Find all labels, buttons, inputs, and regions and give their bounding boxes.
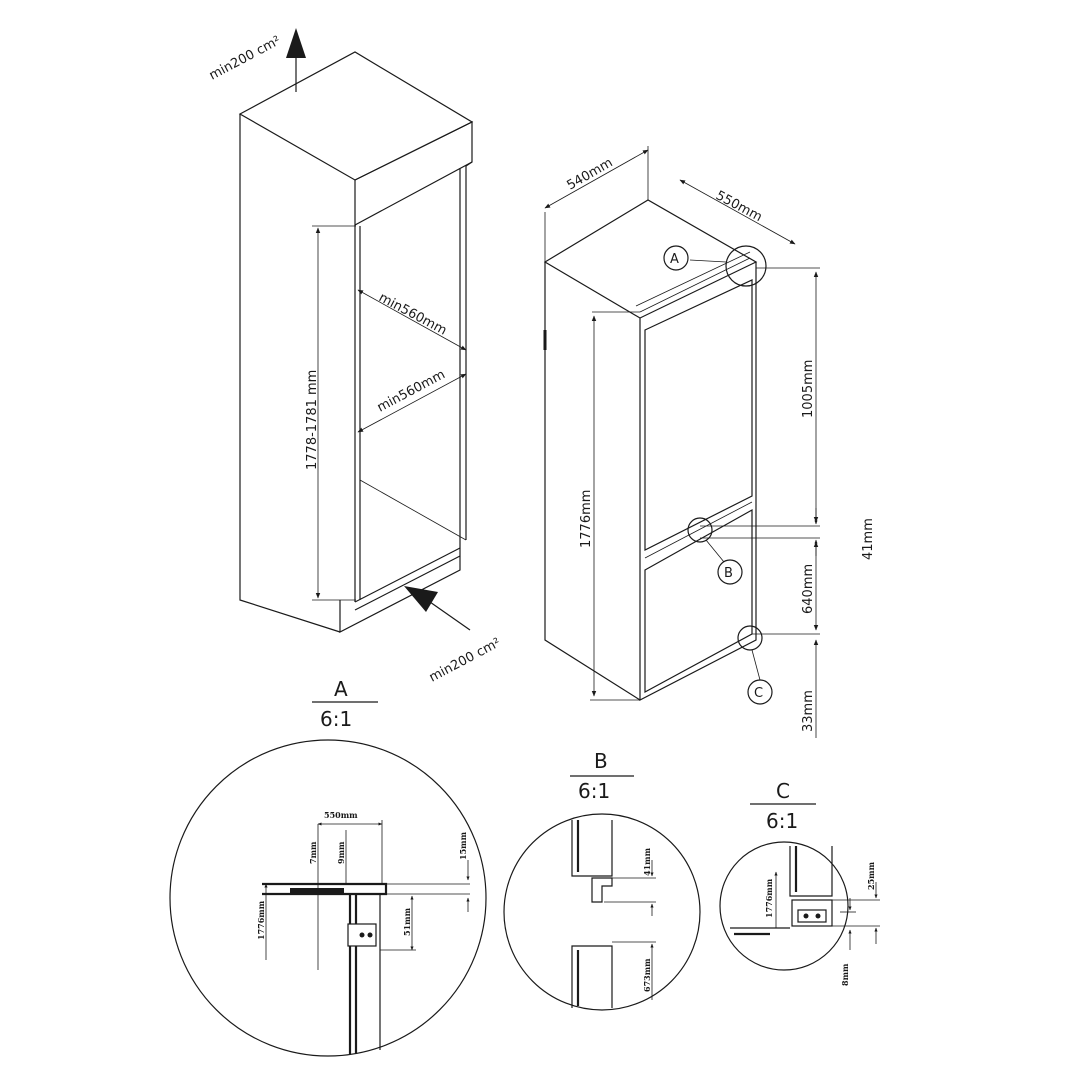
detail-b-d673: 673mm <box>642 958 652 992</box>
detail-a-d1776: 1776mm <box>256 900 266 940</box>
fridge-width-label: 550mm <box>713 188 764 225</box>
cabinet-vent-top: min200 cm² <box>207 33 283 83</box>
detail-c-title: C <box>776 779 790 803</box>
fridge-height-label: 1776mm <box>579 490 594 548</box>
detail-c-d8: 8mm <box>840 963 850 986</box>
detail-a-d9: 9mm <box>336 841 346 864</box>
fridge-upper-label: 1005mm <box>801 360 816 418</box>
detail-b-title: B <box>594 749 608 773</box>
cabinet-height-label: 1778-1781 mm <box>305 370 320 470</box>
callout-c: C <box>754 686 763 701</box>
cabinet-width-min-2: min560mm <box>375 367 448 415</box>
vent-up-arrow-icon <box>286 28 306 58</box>
cabinet-drawing: min200 cm² min200 cm² 1778-1781 mm min56… <box>207 28 503 686</box>
cabinet-vent-bottom: min200 cm² <box>427 635 503 685</box>
fridge-gap-label: 41mm <box>861 518 876 560</box>
detail-a-scale: 6:1 <box>320 707 352 731</box>
detail-b: B 6:1 41mm 673mm <box>503 749 701 1011</box>
cabinet-width-min-1: min560mm <box>376 290 449 338</box>
callout-a: A <box>670 252 679 267</box>
detail-c: C 6:1 1776mm 25mm 8mm <box>719 779 880 986</box>
detail-a-d15: 15mm <box>458 831 468 860</box>
detail-b-d41: 41mm <box>642 847 652 876</box>
detail-a-d51: 51mm <box>402 907 412 936</box>
detail-a-d7: 7mm <box>308 841 318 864</box>
detail-a: A 6:1 550mm 7mm 9mm 15mm 1776mm 51mm <box>169 677 487 1057</box>
detail-c-scale: 6:1 <box>766 809 798 833</box>
detail-c-d25: 25mm <box>866 861 876 890</box>
callout-b: B <box>724 566 733 581</box>
detail-c-d1776: 1776mm <box>764 878 774 918</box>
fridge-depth-label: 540mm <box>565 155 616 193</box>
detail-a-d550: 550mm <box>324 810 358 820</box>
fridge-bottom-label: 33mm <box>801 690 816 732</box>
fridge-drawing: 540mm 550mm 1776mm 1005mm 41mm 640mm 33m… <box>543 146 876 738</box>
detail-a-title: A <box>334 677 348 701</box>
vent-in-arrow-icon <box>404 586 438 612</box>
detail-b-scale: 6:1 <box>578 779 610 803</box>
fridge-lower-label: 640mm <box>801 564 816 614</box>
